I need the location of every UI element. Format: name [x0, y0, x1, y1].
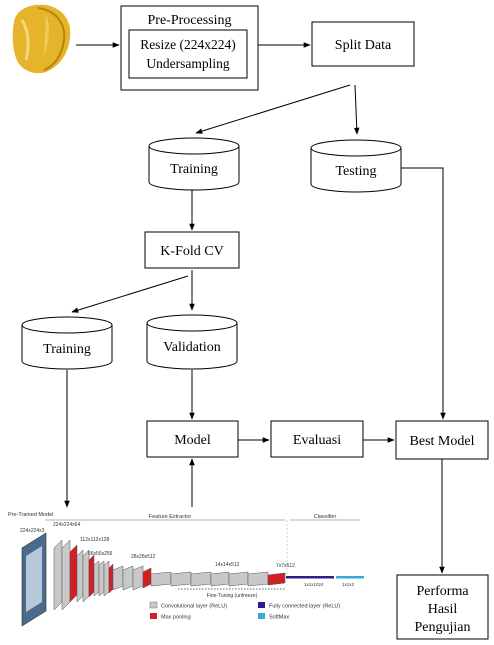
model-box: Model [146, 420, 239, 458]
legend-fc: Fully connected layer (ReLU) [269, 604, 340, 610]
result-line-2: Hasil [428, 602, 458, 617]
arrow-testing-to-best [401, 167, 446, 420]
size-112-label: 112x112x128 [80, 537, 110, 543]
result-box: Performa Hasil Pengujian [396, 574, 489, 640]
arrow-split-to-testing [353, 84, 360, 135]
arrow-split-to-training [195, 84, 351, 134]
size-28-label: 28x28x512 [131, 554, 156, 560]
fine-tuning-label: Fine-Tuning (unfreeze) [207, 593, 258, 599]
model-label: Model [174, 433, 211, 448]
size-out-label: 1x1x2 [342, 582, 355, 587]
softmax-layer [336, 576, 364, 579]
conv-block-14 [150, 571, 286, 587]
conv-block-56 [93, 560, 114, 597]
preprocessing-resize: Resize (224x224) [140, 37, 236, 52]
result-line-1: Performa [416, 584, 469, 599]
size-7-label: 7x7x512 [276, 563, 295, 569]
kfold-box: K-Fold CV [144, 231, 240, 269]
training-top-label: Training [170, 162, 218, 177]
training-bottom-cylinder: Training [21, 316, 113, 370]
arrow-kfold-to-training [71, 275, 189, 313]
vgg-architecture-figure: Pre-Trained Model 224x224x3 Feature Extr… [8, 512, 364, 627]
validation-label: Validation [163, 340, 221, 355]
preprocessing-block: Pre-Processing Resize (224x224) Undersam… [120, 5, 259, 91]
vgg-legend: Convolutional layer (ReLU) Max pooling F… [149, 601, 340, 621]
evaluasi-label: Evaluasi [293, 433, 341, 448]
input-size-label: 224x224x3 [20, 528, 45, 534]
size-fc-label: 1x1x1024 [304, 582, 324, 587]
preprocessing-undersampling: Undersampling [146, 56, 229, 71]
best-model-label: Best Model [410, 434, 475, 449]
preprocessing-inner-box [128, 29, 248, 79]
legend-conv: Convolutional layer (ReLU) [161, 604, 227, 610]
result-line-3: Pengujian [415, 620, 471, 635]
best-model-box: Best Model [395, 420, 489, 460]
split-data-label: Split Data [335, 38, 392, 53]
validation-cylinder: Validation [146, 314, 238, 370]
conv-block-224 [53, 539, 78, 611]
training-bottom-label: Training [43, 342, 91, 357]
legend-softmax: SoftMax [269, 615, 289, 621]
size-56-label: 56x56x256 [88, 551, 113, 557]
evaluasi-box: Evaluasi [270, 420, 364, 458]
conv-block-28 [112, 565, 152, 591]
testing-cylinder: Testing [310, 139, 402, 193]
training-top-cylinder: Training [148, 137, 240, 191]
flow-arrows [64, 42, 446, 574]
input-image [21, 532, 47, 627]
classifier-label: Classifier [314, 514, 337, 520]
split-data-box: Split Data [311, 21, 415, 67]
legend-pool: Max pooling [161, 615, 191, 621]
fully-connected-layer [286, 576, 334, 579]
pretrained-model-label: Pre-Trained Model [8, 512, 53, 518]
testing-label: Testing [335, 164, 376, 179]
preprocessing-title: Pre-Processing [148, 13, 232, 28]
size-224-label: 224x224x64 [53, 522, 80, 528]
size-14-label: 14x14x512 [215, 562, 240, 568]
corn-kernel-image [12, 4, 71, 74]
kfold-label: K-Fold CV [160, 244, 223, 259]
conv-block-112 [76, 549, 95, 603]
feature-extractor-label: Feature Extractor [149, 514, 192, 520]
